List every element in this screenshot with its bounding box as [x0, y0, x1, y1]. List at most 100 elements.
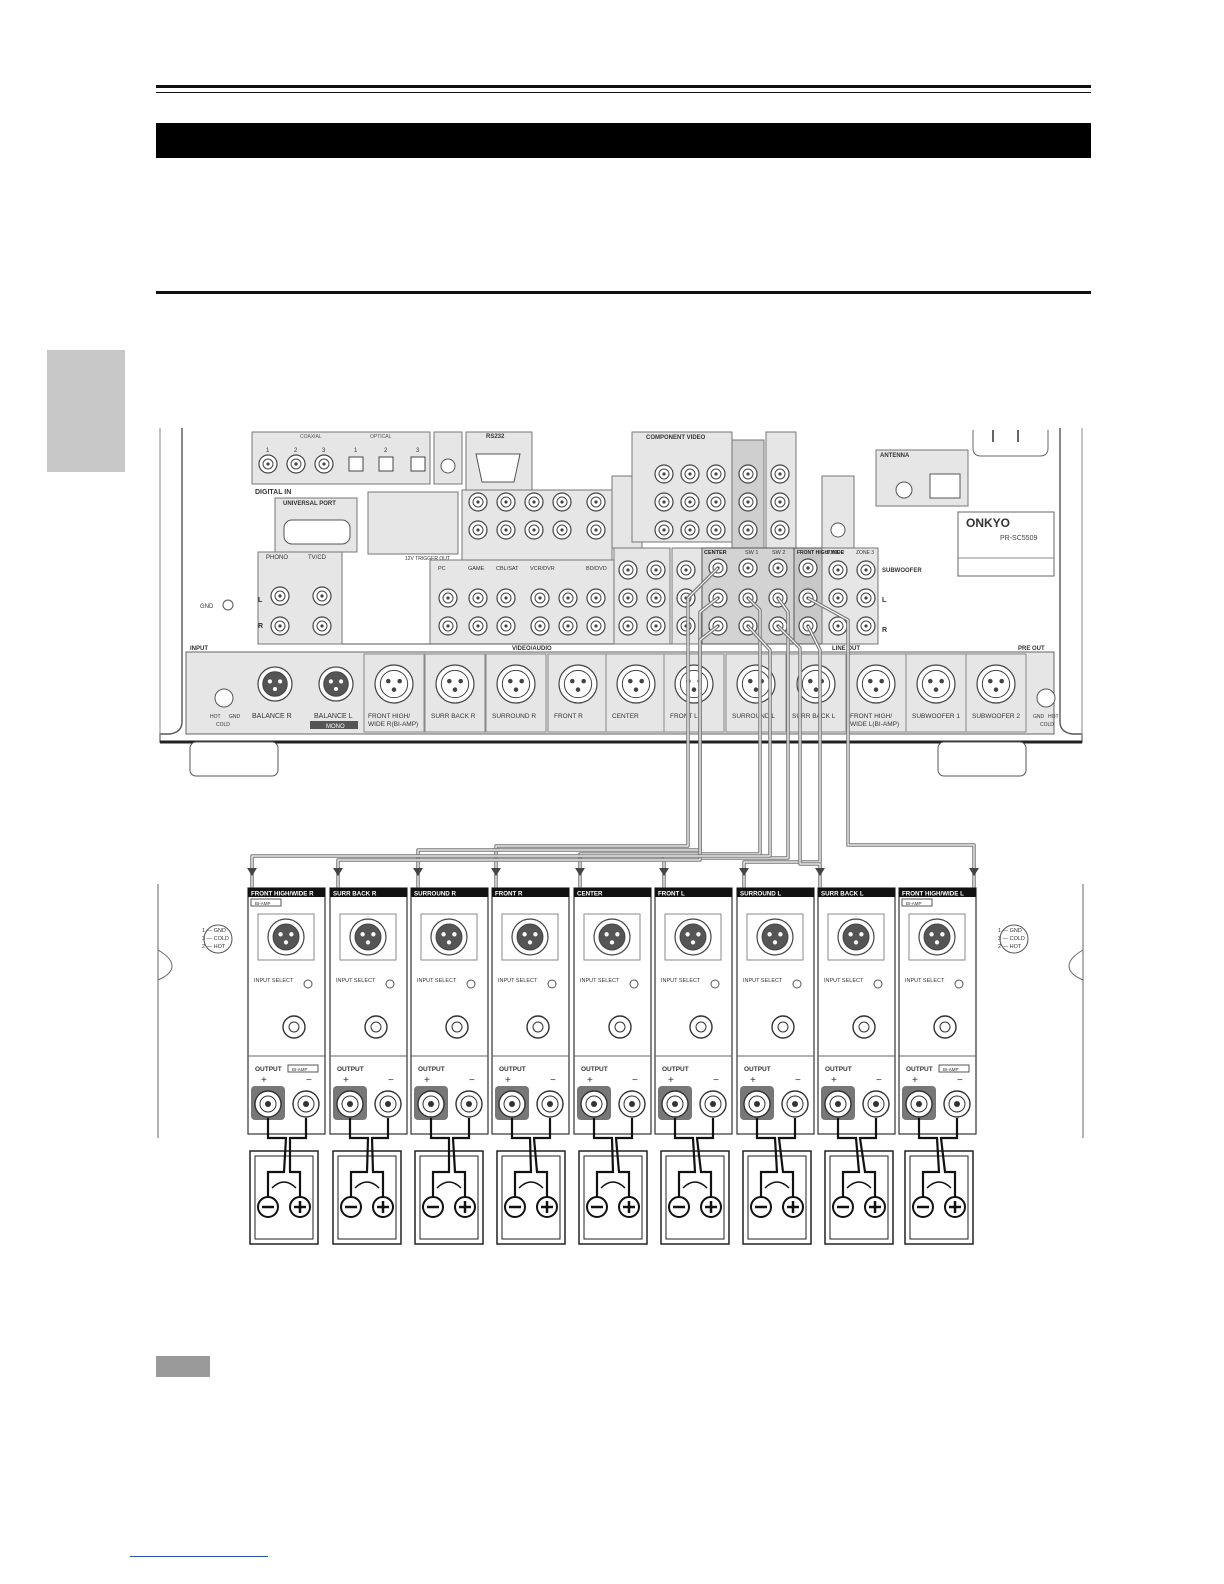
output-label: OUTPUT: [418, 1066, 445, 1073]
amp-xlr-input: [756, 918, 794, 956]
pin-gnd-label: GND: [229, 714, 241, 720]
optical-number: 3: [416, 448, 420, 454]
preout-jack: [618, 616, 638, 636]
output-label: OUTPUT: [499, 1066, 526, 1073]
side-l: L: [258, 597, 263, 604]
video-jack: [552, 520, 572, 540]
amp-pin-label: 2 — HOT: [202, 944, 226, 950]
amp-xlr-input: [349, 918, 387, 956]
center-label: CENTER: [704, 550, 727, 556]
minus-sign: −: [306, 1075, 312, 1086]
xlr-output-jack: [796, 664, 836, 704]
minus-sign: −: [550, 1075, 556, 1086]
pin-hot-label: HOT: [210, 714, 221, 720]
speaker: [660, 1118, 730, 1245]
va-jack: [586, 588, 606, 608]
minus-sign: −: [388, 1075, 394, 1086]
xlr-output-jack: [435, 664, 475, 704]
amp-pin-label: 3 — COLD: [998, 936, 1025, 942]
amp-channel-label: SURROUND L: [740, 891, 781, 898]
trigger-label: 12V TRIGGER OUT: [405, 556, 450, 562]
zone-preout-jack: [828, 588, 848, 608]
component-jack: [680, 492, 700, 512]
optical-number: 1: [354, 448, 358, 454]
pin-cold-label: COLD: [1040, 722, 1054, 728]
va-input-label: VCR/DVR: [530, 566, 555, 572]
phono-label: PHONO: [266, 555, 288, 561]
line-out-label: LINE OUT: [832, 646, 860, 652]
zone-preout-jack: [828, 616, 848, 636]
xlr-output-label: SUBWOOFER 1: [912, 713, 960, 720]
output-label: OUTPUT: [744, 1066, 771, 1073]
component-jack: [706, 464, 726, 484]
zone-jack: [770, 464, 790, 484]
optical-label: OPTICAL: [370, 434, 392, 440]
xlr-output-jack: [496, 664, 536, 704]
coax-number: 2: [294, 448, 298, 454]
video-jack: [586, 492, 606, 512]
preout-jack: [676, 560, 696, 580]
monitor-jack: [738, 492, 758, 512]
component-jack: [680, 520, 700, 540]
pre-r: R: [882, 627, 887, 634]
va-jack: [558, 616, 578, 636]
model-label: PR-SC5509: [1000, 535, 1037, 542]
input-select-label: INPUT SELECT: [498, 978, 538, 984]
zone-preout-jack: [856, 616, 876, 636]
optical-number: 2: [384, 448, 388, 454]
amp-channel-label: SURR BACK L: [821, 891, 864, 898]
digital-in-label: DIGITAL IN: [255, 489, 291, 496]
va-input-label: GAME: [468, 566, 485, 572]
input-select-label: INPUT SELECT: [417, 978, 457, 984]
balance-r-label: BALANCE R: [252, 713, 292, 720]
xlr-output-label: SUBWOOFER 2: [972, 713, 1020, 720]
cable-arrow: [333, 868, 343, 876]
input-label: INPUT: [190, 646, 208, 652]
preout-jack: [646, 616, 666, 636]
bi-amp-tag: BI-AMP: [943, 1067, 959, 1072]
plus-sign: +: [668, 1075, 674, 1086]
component-jack: [654, 520, 674, 540]
pin-cold-label: COLD: [216, 722, 230, 728]
speaker: [496, 1118, 566, 1245]
va-jack: [468, 588, 488, 608]
monitor-jack: [738, 520, 758, 540]
component-video-label: COMPONENT VIDEO: [646, 435, 706, 441]
va-jack: [468, 616, 488, 636]
speaker: [824, 1118, 894, 1245]
plus-sign: +: [912, 1075, 918, 1086]
va-input-label: CBL/SAT: [496, 566, 519, 572]
cable-arrow: [659, 868, 669, 876]
plus-sign: +: [505, 1075, 511, 1086]
amp-channel-label: FRONT HIGH/WIDE R: [251, 891, 314, 898]
xlr-output-jack: [736, 664, 776, 704]
xlr-output-jack: [916, 664, 956, 704]
gnd-label: GND: [200, 604, 214, 610]
plus-sign: +: [831, 1075, 837, 1086]
va-jack: [438, 588, 458, 608]
input-select-label: INPUT SELECT: [580, 978, 620, 984]
preout-jack: [618, 588, 638, 608]
minus-sign: −: [632, 1075, 638, 1086]
speaker: [332, 1118, 402, 1245]
input-select-label: INPUT SELECT: [905, 978, 945, 984]
pre-l: L: [882, 597, 887, 604]
component-jack: [706, 520, 726, 540]
plus-sign: +: [750, 1075, 756, 1086]
mono-label: MONO: [326, 724, 345, 730]
zone-jack: [770, 520, 790, 540]
va-jack: [558, 588, 578, 608]
amp-xlr-input: [674, 918, 712, 956]
speaker: [414, 1118, 484, 1245]
component-jack: [654, 492, 674, 512]
video-jack: [468, 492, 488, 512]
speaker: [578, 1118, 648, 1245]
amp-channel-label: SURROUND R: [414, 891, 456, 898]
coax-jack: [286, 454, 306, 474]
subwoofer-label: SUBWOOFER: [882, 568, 922, 574]
amp-channel-label: FRONT HIGH/WIDE L: [902, 891, 964, 898]
